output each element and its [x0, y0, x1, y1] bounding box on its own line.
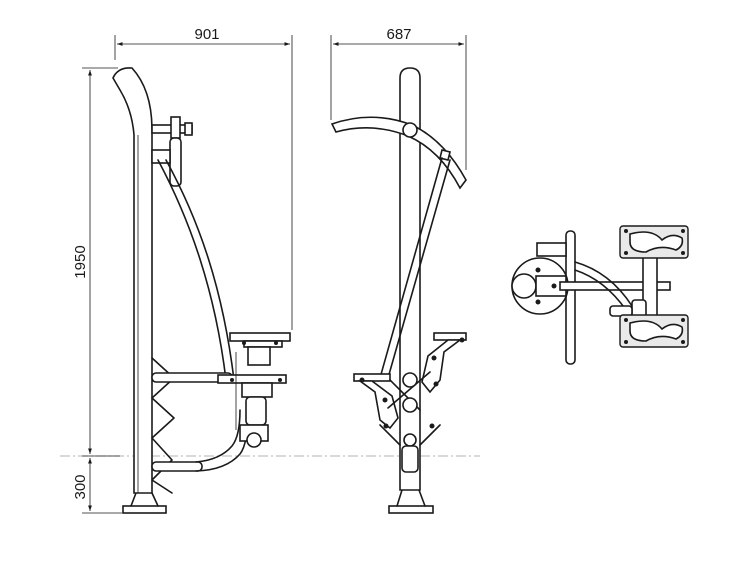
dim-label-side-width: 901 [194, 26, 219, 43]
front-pedal-left [353, 373, 391, 382]
side-main-post [112, 67, 153, 494]
front-curved-arm [330, 116, 467, 190]
dimension-side-width: 901 [114, 26, 293, 330]
dim-label-height: 1950 [72, 245, 89, 278]
front-view [330, 67, 467, 514]
side-foot-pedal-upper [229, 332, 291, 342]
top-handle-bar [565, 230, 576, 365]
front-base-plate [388, 505, 434, 514]
side-base-plate [122, 505, 167, 514]
side-view [112, 67, 291, 514]
dimension-depth: 300 [72, 458, 122, 514]
dimension-front-width: 687 [330, 26, 467, 170]
side-bottom-bar [151, 461, 203, 472]
top-curved-arm [574, 261, 633, 311]
front-diagonal-brace [379, 157, 451, 379]
dimension-height: 1950 [72, 67, 120, 457]
dim-label-depth: 300 [72, 474, 89, 499]
dim-label-front-width: 687 [386, 26, 411, 43]
side-swing-arm [157, 159, 235, 381]
side-foot-pedal-lower [217, 374, 287, 384]
top-view [511, 225, 689, 365]
